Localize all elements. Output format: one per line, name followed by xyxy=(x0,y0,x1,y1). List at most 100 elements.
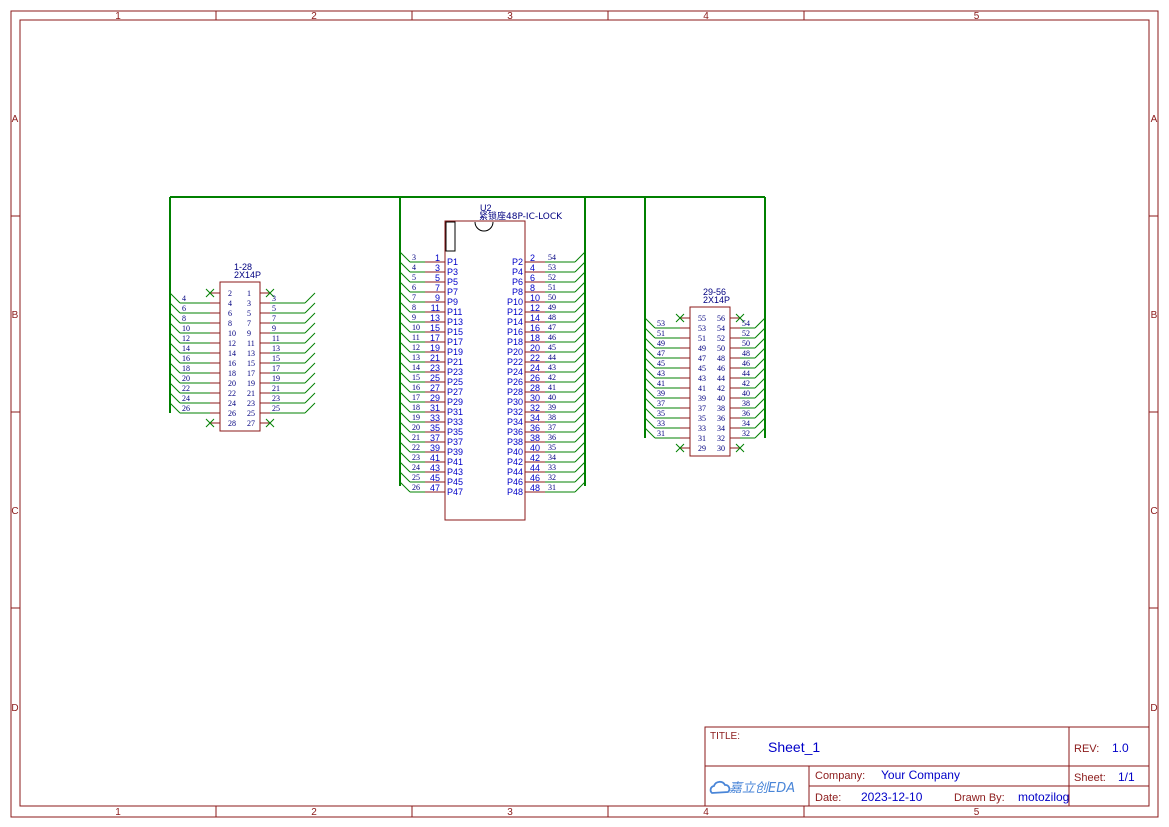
header-right-bus-entry xyxy=(754,367,766,379)
header-pin-number-right: 46 xyxy=(717,364,725,373)
header-right-bus-entry xyxy=(754,427,766,439)
u2-right-bus-entry xyxy=(574,331,586,343)
header-right-bus-entry xyxy=(304,362,316,374)
u2-right-net-label: 41 xyxy=(548,383,556,392)
header-pin-number-right: 9 xyxy=(247,329,251,338)
u2-left-net-label: 26 xyxy=(412,483,420,492)
u2-right-bus-entry xyxy=(574,341,586,353)
u2-right-pin-name: P24 xyxy=(507,367,523,377)
header-right-bus-entry xyxy=(304,352,316,364)
header-right-bus-entry xyxy=(754,357,766,369)
header-left-net-label: 14 xyxy=(182,344,190,353)
header-right-bus-entry xyxy=(754,407,766,419)
no-connect-icon xyxy=(735,443,745,453)
no-connect-icon xyxy=(675,313,685,323)
frame-ticks xyxy=(11,11,1158,817)
header-left-net-label: 45 xyxy=(657,359,665,368)
u2-right-pin-name: P28 xyxy=(507,387,523,397)
u2-right-pin-name: P12 xyxy=(507,307,523,317)
u2-left-net-label: 21 xyxy=(412,433,420,442)
u2-left-bus-entry xyxy=(399,451,411,463)
header-pin-number-right: 50 xyxy=(717,344,725,353)
u2-right-bus-entry xyxy=(574,281,586,293)
header-right-bus-entry xyxy=(304,382,316,394)
u2-right-pin-number: 4 xyxy=(530,263,535,273)
header-right-bus-entry xyxy=(754,327,766,339)
u2-right-pin-number: 12 xyxy=(530,303,540,313)
header-pin-number-right: 5 xyxy=(247,309,251,318)
u2-right-net-label: 54 xyxy=(548,253,556,262)
u2-right-pin-number: 2 xyxy=(530,253,535,263)
u2-left-bus-entry xyxy=(399,261,411,273)
header-left-bus-entry xyxy=(644,317,656,329)
header-right-bus-entry xyxy=(304,302,316,314)
u2-left-pin-number: 1 xyxy=(435,253,440,263)
u2-right-pin-name: P10 xyxy=(507,297,523,307)
header-pin-number-right: 11 xyxy=(247,339,255,348)
u2-right-net-label: 35 xyxy=(548,443,556,452)
u2-right-net-label: 43 xyxy=(548,363,556,372)
title-block: TITLE: Sheet_1 REV: 1.0 嘉立创EDA Company: … xyxy=(704,726,1150,807)
frame-row-label-right: B xyxy=(1151,310,1158,321)
u2-left-net-label: 23 xyxy=(412,453,420,462)
date-value: 2023-12-10 xyxy=(861,790,923,804)
u2-left-pin-number: 29 xyxy=(430,393,440,403)
u2-left-bus-entry xyxy=(399,401,411,413)
u2-left-pin-name: P9 xyxy=(447,297,458,307)
u2-right-net-label: 50 xyxy=(548,293,556,302)
header-pin-number-left: 49 xyxy=(698,344,706,353)
header-left-bus-entry xyxy=(644,347,656,359)
company-value: Your Company xyxy=(881,768,960,782)
header-right-net-label: 3 xyxy=(272,294,276,303)
header-left-bus-entry xyxy=(169,312,181,324)
u2-right-pin-number: 26 xyxy=(530,373,540,383)
header-pin-number-right: 42 xyxy=(717,384,725,393)
u2-left-pin-name: P3 xyxy=(447,267,458,277)
header-right-net-label: 44 xyxy=(742,369,750,378)
header-left-bus-entry xyxy=(644,427,656,439)
u2-right-net-label: 45 xyxy=(548,343,556,352)
header-left-bus-entry xyxy=(169,402,181,414)
header-right-bus-entry xyxy=(304,342,316,354)
rev-label: REV: xyxy=(1074,743,1099,755)
u2-right-net-label: 36 xyxy=(548,433,556,442)
header-right-bus-entry xyxy=(304,322,316,334)
drawing-frame xyxy=(10,10,1159,818)
u2-right-pin-name: P14 xyxy=(507,317,523,327)
u2-left-pin-name: P39 xyxy=(447,447,463,457)
u2-left-pin-name: P1 xyxy=(447,257,458,267)
u2-right-pin-name: P18 xyxy=(507,337,523,347)
u2-left-bus-entry xyxy=(399,411,411,423)
header-pin-number-left: 18 xyxy=(228,369,236,378)
u2-right-pin-name: P16 xyxy=(507,327,523,337)
header-right-bus-entry xyxy=(754,337,766,349)
u2-left-pin-name: P11 xyxy=(447,307,462,317)
u2-left-net-label: 25 xyxy=(412,473,420,482)
header-pin-number-left: 14 xyxy=(228,349,236,358)
u2-right-bus-entry xyxy=(574,471,586,483)
header-pin-number-right: 40 xyxy=(717,394,725,403)
u2-left-bus-entry xyxy=(399,271,411,283)
u2-left-pin-number: 15 xyxy=(430,323,440,333)
u2-right-pin-number: 30 xyxy=(530,393,540,403)
header-left-bus-entry xyxy=(169,322,181,334)
u2-left-pin-name: P41 xyxy=(447,457,463,467)
u2-left-bus-entry xyxy=(399,381,411,393)
header-left-bus-entry xyxy=(169,372,181,384)
u2-right-net-label: 37 xyxy=(548,423,556,432)
header-pin-number-left: 28 xyxy=(228,419,236,428)
u2-right-bus-entry xyxy=(574,251,586,263)
title-label: TITLE: xyxy=(710,731,740,742)
no-connect-icon xyxy=(735,313,745,323)
u2-left-pin-number: 43 xyxy=(430,463,440,473)
header-left-bus-entry xyxy=(644,397,656,409)
header-pin-number-left: 16 xyxy=(228,359,236,368)
header-pin-number-left: 45 xyxy=(698,364,706,373)
drawn-value: motozilog xyxy=(1018,790,1069,804)
u2-left-pin-name: P13 xyxy=(447,317,463,327)
u2-right-net-label: 47 xyxy=(548,323,556,332)
header-pin-number-right: 7 xyxy=(247,319,251,328)
no-connect-icon xyxy=(205,288,215,298)
u2-right-net-label: 48 xyxy=(548,313,556,322)
